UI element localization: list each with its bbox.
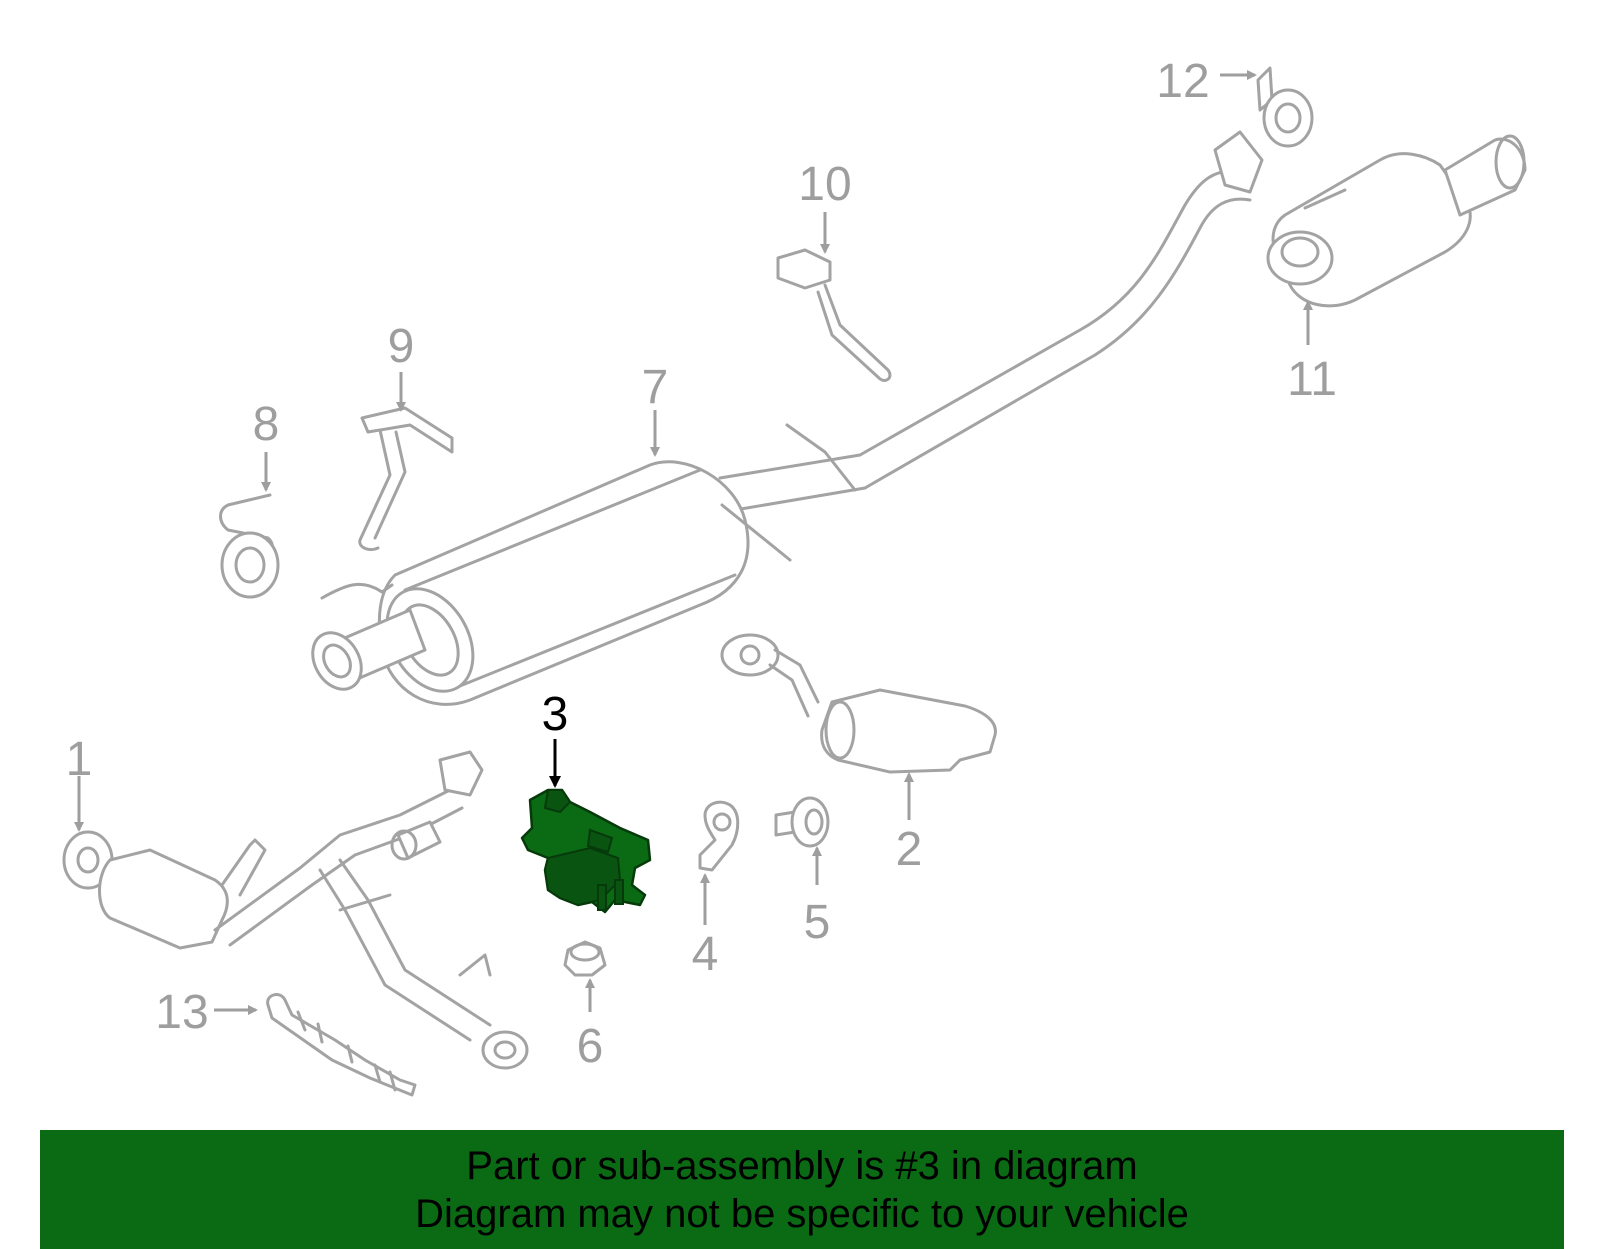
hanger-part-10[interactable]	[776, 248, 892, 382]
highlighted-bracket-part-3[interactable]	[520, 788, 652, 914]
callout-7[interactable]: 7	[642, 361, 669, 414]
banner-line-2: Diagram may not be specific to your vehi…	[415, 1191, 1189, 1236]
callout-5[interactable]: 5	[804, 896, 831, 949]
callout-4[interactable]: 4	[692, 928, 719, 981]
callout-2[interactable]: 2	[896, 823, 923, 876]
info-banner: Part or sub-assembly is #3 in diagram Di…	[40, 1130, 1564, 1249]
callout-12[interactable]: 12	[1156, 55, 1209, 108]
callout-10[interactable]: 10	[798, 158, 851, 211]
nut-part-6[interactable]	[563, 940, 607, 977]
callout-13[interactable]: 13	[155, 986, 208, 1039]
front-pipe-part-1[interactable]	[62, 750, 529, 1070]
oxygen-sensor-part-13[interactable]	[266, 993, 417, 1097]
banner-line-1: Part or sub-assembly is #3 in diagram	[466, 1143, 1138, 1188]
hanger-part-8[interactable]	[219, 493, 280, 599]
catalytic-converter-part-2[interactable]	[720, 633, 997, 774]
callout-leaders	[74, 70, 1313, 1015]
callout-8[interactable]: 8	[253, 398, 280, 451]
muffler-pipe-assembly-part[interactable]	[303, 130, 1264, 707]
callout-6[interactable]: 6	[577, 1020, 604, 1073]
rear-muffler-part[interactable]	[1266, 134, 1527, 308]
bracket-part-9[interactable]	[358, 406, 454, 552]
callout-1[interactable]: 1	[66, 733, 93, 786]
bolt-part-5[interactable]	[774, 796, 830, 848]
callout-3[interactable]: 3	[542, 688, 569, 741]
exhaust-system-diagram: 1 2 3 4 5 6 7 8 9 10 11 12 13	[62, 55, 1527, 1097]
callout-labels: 1 2 3 4 5 6 7 8 9 10 11 12 13	[66, 55, 1337, 1073]
bracket-part-4[interactable]	[698, 800, 740, 872]
callout-9[interactable]: 9	[388, 320, 415, 373]
callout-11[interactable]: 11	[1287, 353, 1337, 406]
gasket-part-12[interactable]	[1256, 66, 1314, 148]
